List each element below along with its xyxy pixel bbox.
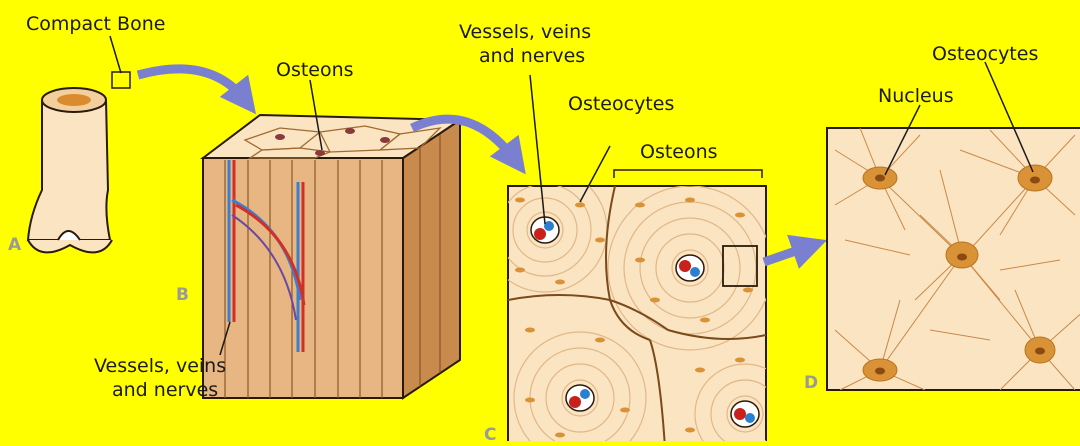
- arrow-c-to-d: [764, 246, 810, 262]
- label-osteons-c: Osteons: [640, 141, 718, 163]
- panel-letter-c: C: [484, 425, 496, 441]
- label-osteons-b: Osteons: [276, 59, 354, 81]
- label-nucleus: Nucleus: [878, 85, 954, 107]
- arrow-a-to-b: [138, 69, 245, 100]
- label-vessels-c-line1: Vessels, veins: [459, 21, 591, 43]
- label-vessels-b-line2: and nerves: [112, 379, 218, 401]
- panel-b-block: [203, 115, 460, 398]
- compact-bone-zoom-box: [112, 72, 130, 88]
- osteons-bracket: [614, 170, 762, 178]
- panel-a-femur: [28, 72, 130, 252]
- panel-c-cross-section: [483, 168, 795, 441]
- label-vessels-b-line1: Vessels, veins: [94, 355, 226, 377]
- label-osteocytes-c: Osteocytes: [568, 93, 674, 115]
- panel-letter-b: B: [176, 285, 189, 305]
- label-vessels-c-line2: and nerves: [479, 45, 585, 67]
- panel-letter-d: D: [804, 373, 818, 393]
- label-compact-bone: Compact Bone: [26, 13, 165, 35]
- panel-d-osteocytes: [827, 128, 1080, 390]
- panel-letter-a: A: [8, 235, 22, 255]
- label-osteocytes-d: Osteocytes: [932, 43, 1038, 65]
